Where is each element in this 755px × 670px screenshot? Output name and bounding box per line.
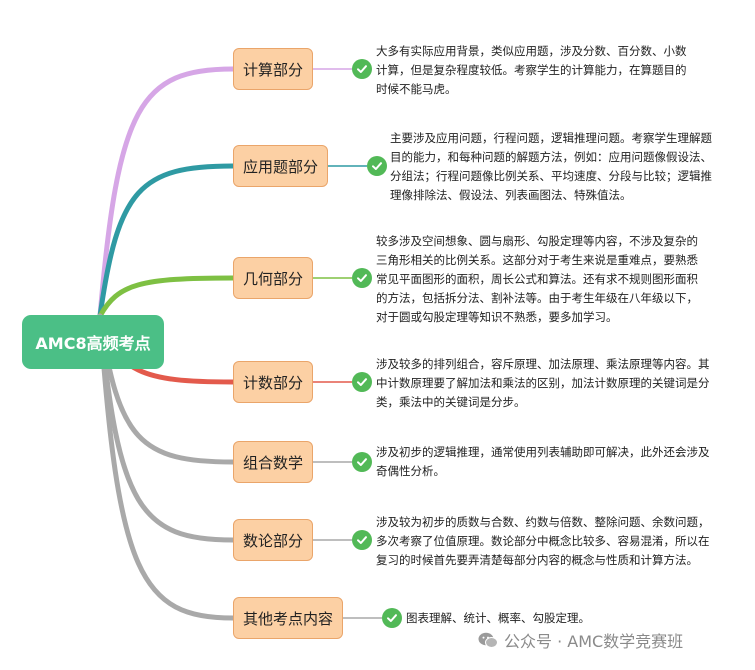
topic-description-word-problems: 主要涉及应用问题，行程问题，逻辑推理问题。考察学生理解题目的能力，和每种问题的解…: [390, 131, 712, 202]
root-node: AMC8高频考点: [22, 315, 164, 369]
topic-node-number-theory: 数论部分: [233, 519, 313, 561]
topic-node-geometry: 几何部分: [233, 257, 313, 299]
topic-description-other: 图表理解、统计、概率、勾股定理。: [406, 611, 590, 625]
check-icon: [367, 156, 387, 176]
check-icon: [352, 452, 372, 472]
topic-description-counting: 涉及较多的排列组合，容斥原理、加法原理、乘法原理等内容。其中计数原理要了解加法和…: [376, 357, 710, 409]
topic-description-number-theory: 涉及较为初步的质数与合数、约数与倍数、整除问题、余数问题，多次考察了位值原理。数…: [376, 515, 710, 567]
topic-node-calculation: 计算部分: [233, 48, 313, 90]
check-icon: [382, 608, 402, 628]
check-icon: [352, 530, 372, 550]
topic-node-combinatorics: 组合数学: [233, 441, 313, 483]
wechat-icon: [478, 632, 498, 648]
branch-connector-geometry: [97, 275, 236, 319]
branch-connector-calculation: [97, 66, 236, 319]
check-icon: [352, 268, 372, 288]
topic-node-word-problems: 应用题部分: [233, 145, 328, 187]
check-icon: [352, 372, 372, 392]
branch-connector-word-problems: [97, 163, 236, 319]
watermark: 公众号 · AMC数学竞赛班: [478, 628, 683, 652]
topic-description-calculation: 大多有实际应用背景，类似应用题，涉及分数、百分数、小数计算，但是复杂程度较低。考…: [376, 44, 687, 96]
root-label: AMC8高频考点: [35, 334, 151, 353]
topic-node-counting: 计数部分: [233, 361, 313, 403]
topic-node-other: 其他考点内容: [233, 597, 343, 639]
topic-description-combinatorics: 涉及初步的逻辑推理，通常使用列表辅助即可解决，此外还会涉及奇偶性分析。: [376, 445, 710, 478]
branch-connector-other: [97, 313, 236, 621]
topic-description-geometry: 较多涉及空间想象、圆与扇形、勾股定理等内容，不涉及复杂的三角形相关的比例关系。这…: [376, 234, 698, 324]
check-icon: [352, 59, 372, 79]
watermark-text: 公众号 · AMC数学竞赛班: [504, 632, 684, 651]
